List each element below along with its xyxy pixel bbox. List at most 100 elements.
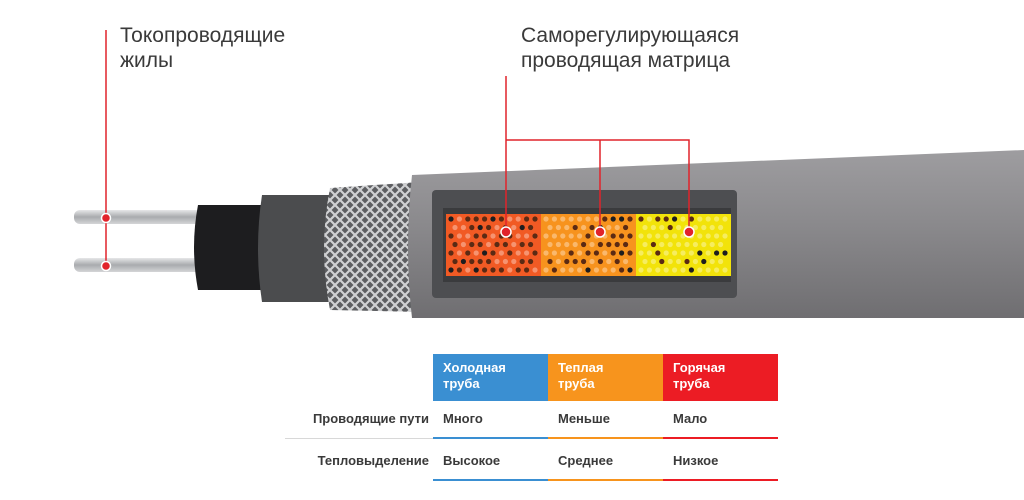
matrix-particle [569,267,574,272]
matrix-particle [598,259,603,264]
matrix-particle [627,250,632,255]
matrix-particle [516,267,521,272]
matrix-particle [627,216,632,221]
matrix-particle [589,225,594,230]
matrix-particle [577,250,582,255]
matrix-particle [615,242,620,247]
matrix-particle [469,225,474,230]
matrix-particle [638,267,643,272]
matrix-particle [516,250,521,255]
matrix-particle [543,267,548,272]
matrix-particle [507,250,512,255]
matrix-particle [461,225,466,230]
matrix-particle [638,233,643,238]
matrix-particle [602,267,607,272]
matrix-particle [623,242,628,247]
matrix-particle [577,267,582,272]
matrix-particle [718,242,723,247]
matrix-particle [560,267,565,272]
cell-heat-cold: Высокое [433,453,548,468]
matrix-particle [452,259,457,264]
matrix-particle [552,267,557,272]
matrix-particle [474,250,479,255]
matrix-particle [651,259,656,264]
conductor-wires [74,210,204,272]
matrix-particle [647,250,652,255]
matrix-particle [693,259,698,264]
matrix-particle [697,267,702,272]
column-header-cold-line-2: труба [443,376,548,392]
matrix-particle [638,250,643,255]
matrix-particle [676,225,681,230]
column-header-warm-line-2: труба [558,376,663,392]
matrix-particle [448,233,453,238]
matrix-particle [680,250,685,255]
red-dot-marker [102,262,111,271]
matrix-particle [606,225,611,230]
row-underline-hot [663,437,778,439]
red-dot-marker [684,227,694,237]
matrix-particle [486,242,491,247]
matrix-particle [647,216,652,221]
matrix-particle [556,242,561,247]
matrix-particle [585,250,590,255]
matrix-particle [680,216,685,221]
matrix-particle [611,233,616,238]
matrix-particle [478,242,483,247]
matrix-particle [490,233,495,238]
matrix-particle [560,216,565,221]
matrix-particle [589,259,594,264]
matrix-particle [461,242,466,247]
matrix-particle [594,216,599,221]
conductors-label-line-1: Токопроводящие [120,23,285,48]
matrix-particle [556,259,561,264]
matrix-particle [499,267,504,272]
row-underline-hot [663,479,778,481]
cell-heat-hot: Низкое [663,453,778,468]
matrix-particle [494,225,499,230]
matrix-particle [569,250,574,255]
matrix-particle [524,216,529,221]
matrix-particle [520,259,525,264]
matrix-particle [532,233,537,238]
matrix-particle [664,233,669,238]
matrix-particle [486,225,491,230]
matrix-particle [706,233,711,238]
row-underline-warm [548,437,663,439]
matrix-particle [465,267,470,272]
matrix-particle [494,259,499,264]
red-dot-marker [501,227,511,237]
row-underline-cold [433,437,548,439]
matrix-particle [594,267,599,272]
matrix-particle [474,267,479,272]
matrix-particle [490,267,495,272]
matrix-particle [642,242,647,247]
matrix-section-cold [446,214,541,276]
matrix-particle [486,259,491,264]
matrix-particle [520,225,525,230]
matrix-particle [664,267,669,272]
conductors-label: Токопроводящие жилы [120,23,285,73]
matrix-particle [722,233,727,238]
column-header-hot-line-2: труба [673,376,778,392]
matrix-particle [619,216,624,221]
matrix-particle [642,225,647,230]
matrix-particle [651,225,656,230]
matrix-particle [465,216,470,221]
column-header-hot: Горячая труба [663,354,778,401]
matrix-particle [627,233,632,238]
matrix-particle [490,250,495,255]
matrix-particle [710,242,715,247]
matrix-particle [647,267,652,272]
row-underline-warm [548,479,663,481]
row-divider [285,438,435,439]
matrix-particle [668,242,673,247]
matrix-particle [672,250,677,255]
matrix-particle [552,216,557,221]
matrix-particle [718,225,723,230]
column-header-hot-line-1: Горячая [673,360,778,376]
matrix-particle [469,242,474,247]
matrix-particle [564,259,569,264]
matrix-particle [507,216,512,221]
matrix-particle [448,250,453,255]
